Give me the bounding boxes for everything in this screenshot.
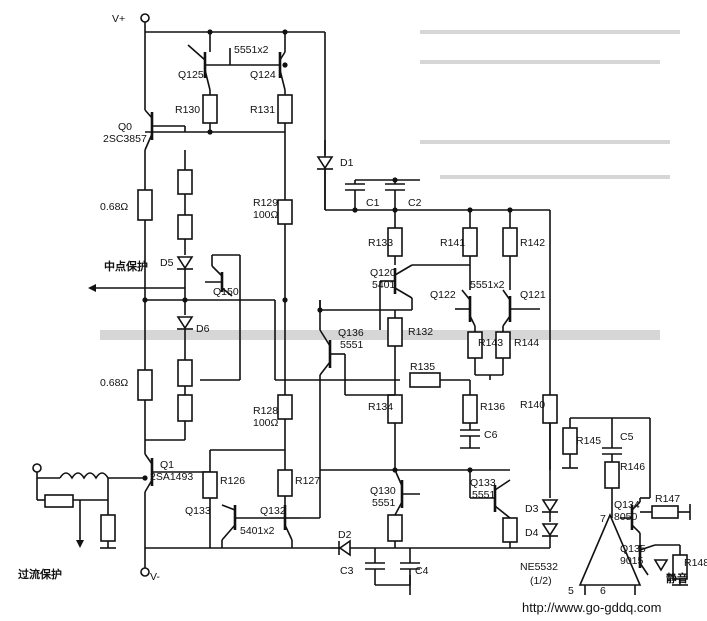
label-r140: R140 [520,399,545,411]
label-pair-diff: 5551x2 [470,279,505,291]
component-labels: V+ V- Q125 Q124 5551x2 R130 R131 Q0 2SC3… [18,13,707,615]
label-q136-part: 5551 [340,339,364,351]
label-r128-val: 100Ω [253,417,279,429]
label-d2: D2 [338,529,352,541]
label-mute: 静音 [666,571,688,585]
label-overcurrent-protect: 过流保护 [18,567,62,581]
label-q150: Q150 [213,286,239,298]
label-c6: C6 [484,429,498,441]
label-pin7: 7 [600,513,606,525]
label-r127: R127 [295,475,320,487]
label-d4: D4 [525,527,539,539]
label-c3: C3 [340,565,354,577]
label-r129-val: 100Ω [253,209,279,221]
label-pin5: 5 [568,585,574,597]
label-q120-part: 5401 [372,279,396,291]
label-q135: Q135 [620,543,646,555]
label-r146: R146 [620,461,645,473]
label-q135-part: 9015 [620,555,644,567]
label-q134: Q134 [614,499,640,511]
label-q0-part: 2SC3857 [103,133,147,145]
background-text-residue [100,30,680,340]
label-q121: Q121 [520,289,546,301]
label-d3: D3 [525,503,539,515]
d2-c3-c4 [330,539,510,595]
label-q134-part: 8050 [614,511,638,523]
label-midpoint-protect: 中点保护 [104,259,148,273]
label-vminus: V- [150,571,160,583]
label-q1: Q1 [160,459,174,471]
supply-rails [140,13,330,577]
label-r131: R131 [250,104,275,116]
label-vplus: V+ [112,13,125,25]
bottom-current-mirror [221,469,321,548]
label-q133-left: Q133 [185,505,211,517]
label-q122: Q122 [430,289,456,301]
label-r135: R135 [410,361,435,373]
label-q130-part: 5551 [372,497,396,509]
top-current-mirror [144,29,293,200]
label-q130: Q130 [370,485,396,497]
label-r128: R128 [253,405,278,417]
label-r126: R126 [220,475,245,487]
label-r141: R141 [440,237,465,249]
vas-stage [317,210,480,470]
label-q120: Q120 [370,267,396,279]
driver-column [274,199,400,470]
label-pair-top: 5551x2 [234,44,269,56]
label-d5: D5 [160,257,174,269]
label-r-emit-top: 0.68Ω [100,201,128,213]
label-r134: R134 [368,401,393,413]
label-r143: R143 [478,337,503,349]
watermark-url: http://www.go-gddq.com [522,600,661,615]
label-q133-right: Q133 [470,477,496,489]
label-q0: Q0 [118,121,132,133]
label-opamp: NE5532 [520,561,558,573]
label-c5: C5 [620,431,634,443]
label-d1: D1 [340,157,354,169]
label-r136: R136 [480,401,505,413]
left-emitter-chain [88,150,275,441]
label-q1-part: 2SA1493 [150,471,193,483]
mute-opamp-block [562,417,691,595]
label-r-emit-bot: 0.68Ω [100,377,128,389]
q1-transistor [142,440,285,548]
current-sources [320,423,559,549]
label-c1: C1 [366,197,380,209]
q0-transistor [144,109,186,190]
label-c2: C2 [408,197,422,209]
label-r142: R142 [520,237,545,249]
label-r132: R132 [408,326,433,338]
label-r133: R133 [368,237,393,249]
label-opamp-half: (1/2) [530,575,552,587]
label-q133-part: 5551 [472,489,496,501]
label-r145: R145 [576,435,601,447]
label-q124: Q124 [250,69,276,81]
label-d6: D6 [196,323,210,335]
label-pin6: 6 [600,585,606,597]
label-r148: R148 [684,557,707,569]
label-q125: Q125 [178,69,204,81]
label-r147: R147 [655,493,680,505]
label-r129: R129 [253,197,278,209]
label-r130: R130 [175,104,200,116]
label-q132: Q132 [260,505,286,517]
label-pair-bot: 5401x2 [240,525,275,537]
label-c4: C4 [415,565,429,577]
label-q136: Q136 [338,327,364,339]
input-network [32,463,145,549]
label-r144: R144 [514,337,539,349]
